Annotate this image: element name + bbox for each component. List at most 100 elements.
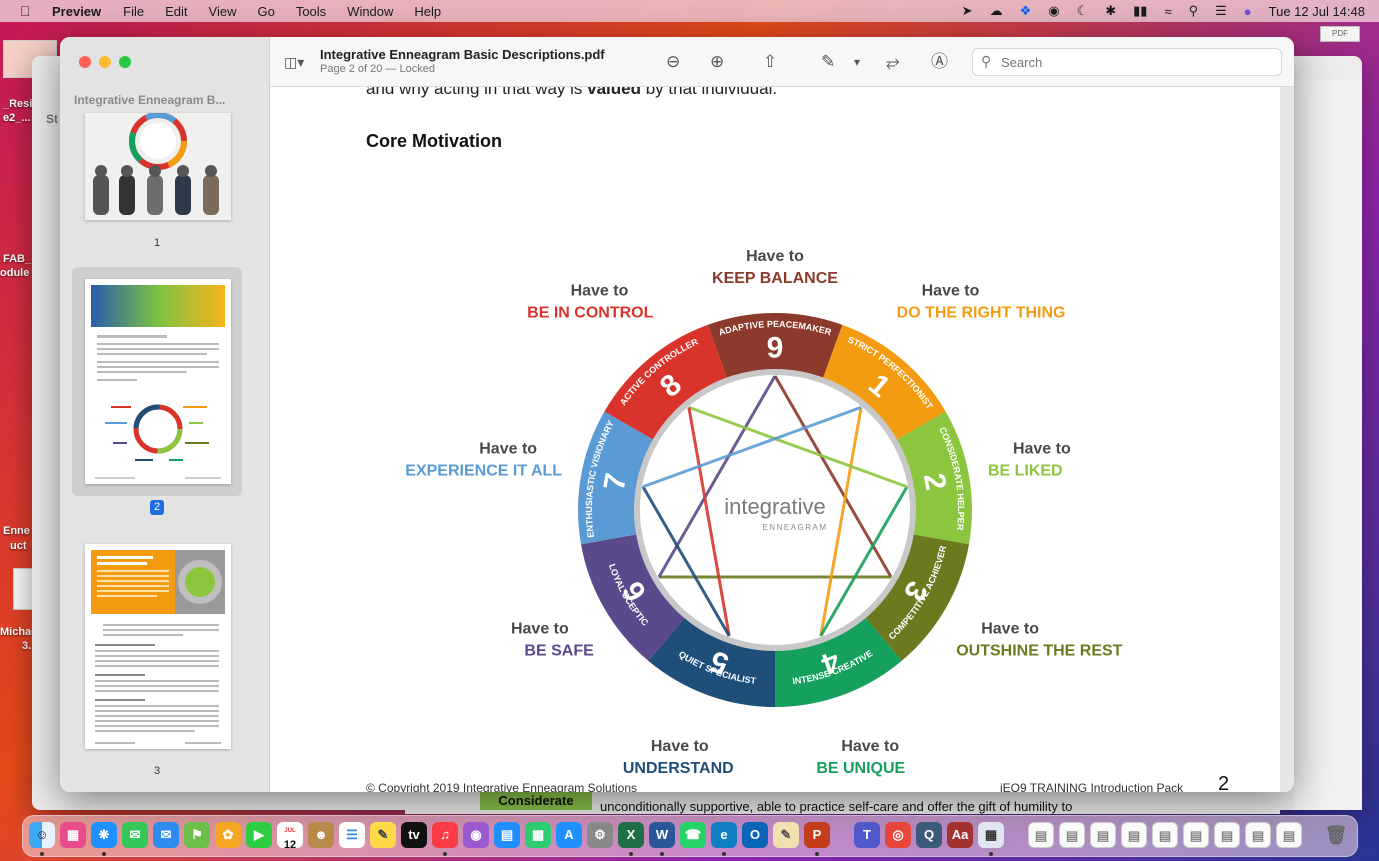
reminders-icon[interactable]: ☰	[339, 822, 365, 848]
wheel-segment-9	[707, 313, 843, 381]
menu-file[interactable]: File	[123, 3, 145, 19]
desktop-label[interactable]: Michae	[0, 626, 38, 638]
location-icon[interactable]: ➤	[961, 3, 973, 18]
recent-document-icon[interactable]: ▤	[1183, 822, 1209, 848]
calendar-icon[interactable]: JUL 12	[277, 822, 303, 851]
whatsapp-icon[interactable]: ☎	[680, 822, 706, 848]
recent-document-icon[interactable]: ▤	[1214, 822, 1240, 848]
menu-clock[interactable]: Tue 12 Jul 14:48	[1268, 3, 1365, 19]
have-to-label-9: Have to	[746, 248, 804, 265]
type-number-7: 7	[598, 471, 633, 493]
text-fragment: by that individual.	[640, 87, 778, 98]
desktop-label[interactable]: _Resil	[3, 98, 36, 110]
recent-document-icon[interactable]: ▤	[1121, 822, 1147, 848]
desktop-label[interactable]: uct	[10, 540, 27, 552]
menu-view[interactable]: View	[208, 3, 237, 19]
pdf-file-icon[interactable]: PDF	[1320, 26, 1360, 42]
cloud-icon[interactable]: ☁	[989, 3, 1003, 18]
word-icon[interactable]: W	[649, 822, 675, 848]
wifi-icon[interactable]: ≈	[1164, 3, 1172, 19]
desktop-label[interactable]: 3.	[22, 640, 32, 652]
page-thumbnail-3[interactable]	[85, 544, 231, 749]
zoom-out-icon[interactable]: ⊖	[666, 52, 681, 71]
search-input[interactable]	[1001, 53, 1271, 71]
chrome-icon[interactable]: ◎	[885, 822, 911, 848]
quicktime-icon[interactable]: Q	[916, 822, 942, 848]
desktop-label[interactable]: Enne	[3, 525, 30, 537]
trash-icon[interactable]: 🗑	[1324, 825, 1348, 845]
battery-icon[interactable]: ▮▮	[1133, 3, 1148, 18]
text-fragment: and why acting in that way is	[366, 87, 588, 98]
close-window-button[interactable]	[79, 56, 91, 68]
recent-document-icon[interactable]: ▤	[1152, 822, 1178, 848]
maps-icon[interactable]: ⚑	[184, 822, 210, 848]
contacts-icon[interactable]: ☻	[308, 822, 334, 848]
page-number-label-selected: 2	[150, 500, 164, 515]
dictionary-icon[interactable]: Aa	[947, 822, 973, 848]
system-preferences-icon[interactable]: ⚙	[587, 822, 613, 848]
dropbox-icon[interactable]: ❖	[1019, 3, 1032, 18]
sidebar-toggle-icon[interactable]: ◫▾	[284, 54, 305, 70]
podcasts-icon[interactable]: ◉	[463, 822, 489, 848]
page-thumbnail-1[interactable]	[85, 113, 231, 220]
desktop-label[interactable]: FAB_	[3, 253, 32, 265]
facetime-icon[interactable]: ▶	[246, 822, 272, 848]
moon-icon[interactable]: ☾	[1076, 3, 1089, 18]
excel-icon[interactable]: X	[618, 822, 644, 848]
script-editor-icon[interactable]: ✎	[773, 822, 799, 848]
markup-pen-icon[interactable]: ✎	[821, 52, 836, 71]
recent-document-icon[interactable]: ▤	[1276, 822, 1302, 848]
rotate-icon[interactable]: ⥂	[886, 52, 900, 71]
messages-icon[interactable]: ✉	[122, 822, 148, 848]
app-store-icon[interactable]: A	[556, 822, 582, 848]
zoom-window-button[interactable]	[119, 56, 131, 68]
powerpoint-icon[interactable]: P	[804, 822, 830, 848]
g-app-icon[interactable]: ◉	[1048, 3, 1060, 18]
menu-help[interactable]: Help	[414, 3, 442, 19]
launchpad-icon[interactable]: ▦	[60, 822, 86, 848]
apple-tv-icon[interactable]: tv	[401, 822, 427, 848]
finder-icon[interactable]: ☺	[29, 822, 55, 848]
music-icon[interactable]: ♫	[432, 822, 458, 848]
document-view[interactable]: and why acting in that way is valued by …	[270, 87, 1294, 792]
numbers-icon[interactable]: ▩	[525, 822, 551, 848]
chevron-down-icon[interactable]: ▾	[854, 55, 861, 69]
annotate-icon[interactable]: Ⓐ	[931, 52, 948, 71]
keynote-icon[interactable]: ▤	[494, 822, 520, 848]
menu-tools[interactable]: Tools	[295, 3, 327, 19]
photos-icon[interactable]: ✿	[215, 822, 241, 848]
recent-document-icon[interactable]: ▤	[1245, 822, 1271, 848]
desktop-label[interactable]: odule	[0, 267, 30, 279]
menu-window[interactable]: Window	[347, 3, 394, 19]
edge-icon[interactable]: e	[711, 822, 737, 848]
control-center-icon[interactable]: ☰	[1215, 3, 1227, 18]
recent-document-icon[interactable]: ▤	[1090, 822, 1116, 848]
menu-edit[interactable]: Edit	[165, 3, 188, 19]
recent-document-icon[interactable]: ▤	[1028, 822, 1054, 848]
teams-icon[interactable]: T	[854, 822, 880, 848]
zoom-in-icon[interactable]: ⊕	[710, 52, 725, 71]
preview-app-icon[interactable]: ▦	[978, 822, 1004, 848]
toolbar: ◫▾ Integrative Enneagram Basic Descripti…	[270, 37, 1294, 87]
footer-copyright: © Copyright 2019 Integrative Enneagram S…	[366, 781, 638, 792]
have-to-label-1: Have to	[922, 282, 980, 299]
mail-icon[interactable]: ✉	[153, 822, 179, 848]
have-to-label-7: Have to	[479, 441, 537, 458]
outlook-icon[interactable]: O	[742, 822, 768, 848]
menu-go[interactable]: Go	[257, 3, 275, 19]
page-thumbnail-2[interactable]	[85, 279, 231, 484]
menu-app-preview[interactable]: Preview	[52, 3, 102, 19]
apple-icon[interactable]: 	[20, 3, 38, 19]
logo-subtext: ENNEAGRAM	[762, 523, 827, 532]
notes-icon[interactable]: ✎	[370, 822, 396, 848]
search-field[interactable]: ⚲	[972, 48, 1282, 76]
minimize-window-button[interactable]	[99, 56, 111, 68]
bluetooth-icon[interactable]: ✱	[1105, 3, 1117, 18]
share-icon[interactable]: ⇧	[763, 52, 778, 71]
siri-icon[interactable]: ●	[1243, 3, 1252, 19]
recent-document-icon[interactable]: ▤	[1059, 822, 1085, 848]
spotlight-search-icon[interactable]: ⚲	[1188, 3, 1199, 18]
safari-icon[interactable]: ❋	[91, 822, 117, 848]
desktop-label[interactable]: e2_...	[3, 112, 31, 124]
